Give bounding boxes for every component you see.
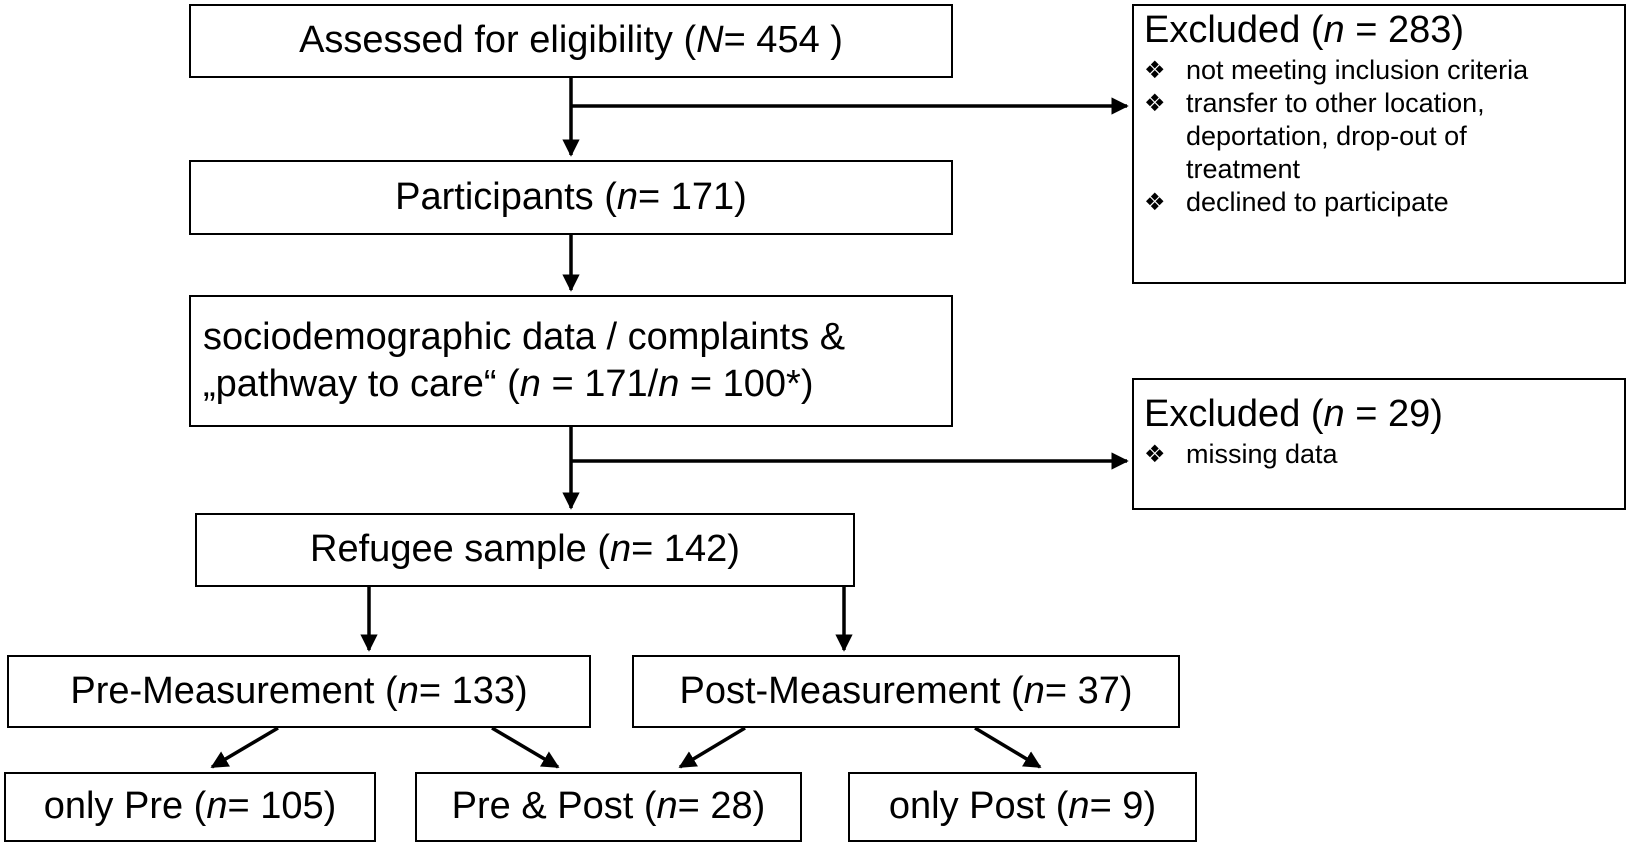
arrow-pre-prepost xyxy=(491,726,560,769)
assessed-label: Assessed for eligibility ( xyxy=(299,19,697,62)
only-post-box: only Post (n = 9) xyxy=(848,772,1197,842)
list-item-continuation: treatment xyxy=(1186,153,1301,184)
participants-box: Participants (n = 171) xyxy=(189,160,953,235)
socio-line-2: „pathway to care“ (n = 171/n = 100*) xyxy=(203,363,814,405)
excluded-box-1: Excluded (n = 283) ❖not meeting inclusio… xyxy=(1132,4,1626,284)
list-item-continuation: deportation, drop-out of xyxy=(1186,120,1467,151)
arrow-pre-onlypre xyxy=(210,726,279,769)
arrow-post-prepost xyxy=(678,726,746,769)
diamond-bullet-icon: ❖ xyxy=(1144,56,1166,84)
list-item: ❖declined to participate xyxy=(1144,186,1449,217)
excluded-list-1: ❖not meeting inclusion criteria ❖transfe… xyxy=(1134,54,1624,219)
assessed-box: Assessed for eligibility (N = 454 ) xyxy=(189,4,953,78)
socio-line-1: sociodemographic data / complaints & xyxy=(203,315,846,358)
pre-post-box: Pre & Post (n = 28) xyxy=(415,772,802,842)
excluded-list-2: ❖missing data xyxy=(1134,438,1624,471)
only-pre-box: only Pre (n = 105) xyxy=(4,772,376,842)
assessed-value: = 454 ) xyxy=(723,19,843,62)
excluded-title-2: Excluded (n = 29) xyxy=(1144,393,1443,435)
refugee-box: Refugee sample (n = 142) xyxy=(195,513,855,587)
diamond-bullet-icon: ❖ xyxy=(1144,89,1166,117)
excluded-box-2: Excluded (n = 29) ❖missing data xyxy=(1132,378,1626,510)
diamond-bullet-icon: ❖ xyxy=(1144,188,1166,216)
arrow-post-onlypost xyxy=(974,726,1042,769)
post-measurement-box: Post-Measurement (n = 37) xyxy=(632,655,1180,728)
assessed-var: N xyxy=(696,19,724,62)
list-item: ❖not meeting inclusion criteria xyxy=(1144,54,1529,85)
excluded-title-1: Excluded (n = 283) xyxy=(1144,9,1465,51)
list-item: ❖transfer to other location, xyxy=(1144,87,1485,118)
diamond-bullet-icon: ❖ xyxy=(1144,440,1166,468)
socio-box: sociodemographic data / complaints & „pa… xyxy=(189,295,953,427)
list-item: ❖missing data xyxy=(1144,438,1338,469)
pre-measurement-box: Pre-Measurement (n = 133) xyxy=(7,655,591,728)
